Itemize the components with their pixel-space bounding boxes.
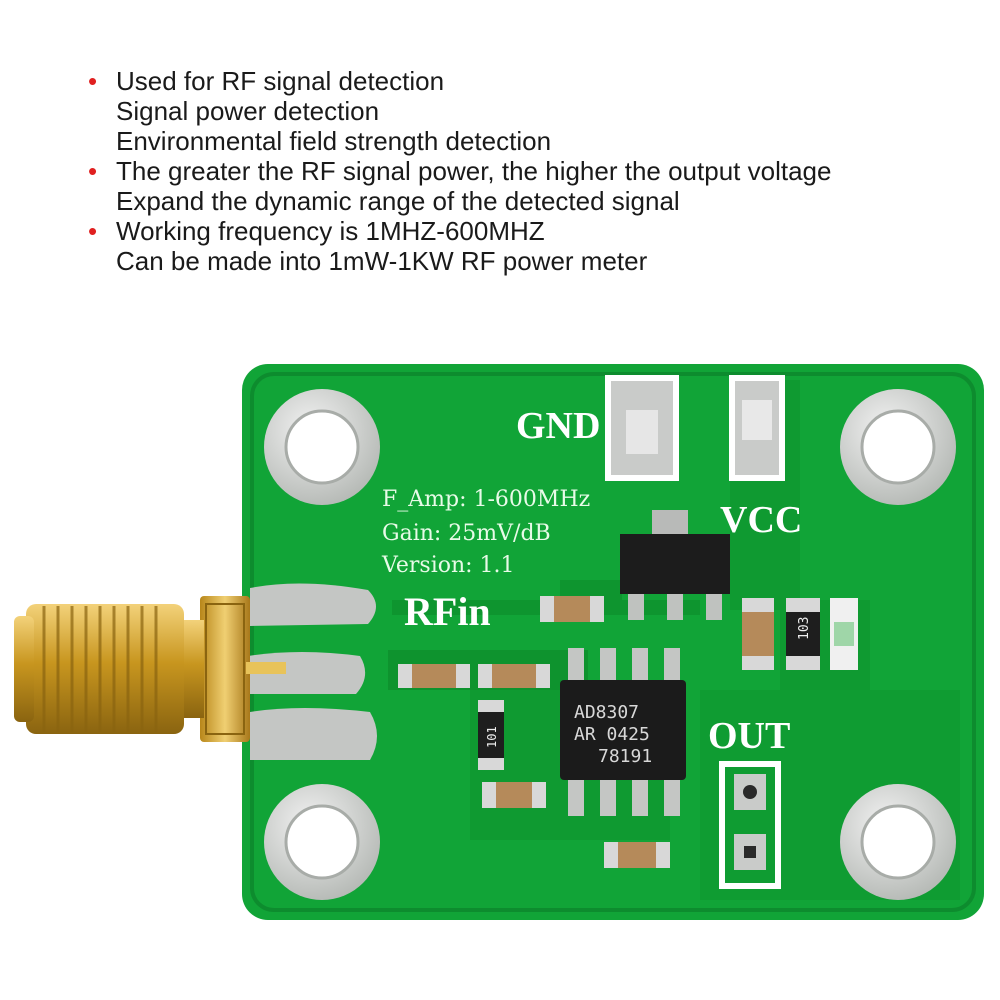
voltage-regulator (620, 510, 730, 620)
ic-marking-line2: AR 0425 (574, 724, 650, 745)
resistor-code: 101 (485, 726, 499, 748)
rfin-label: RFin (404, 589, 491, 634)
mounting-hole (264, 389, 380, 505)
mounting-hole (840, 389, 956, 505)
resistor-code: 103 (797, 617, 812, 640)
feature-line: Can be made into 1mW-1KW RF power meter (116, 246, 648, 276)
out-label: OUT (708, 715, 790, 757)
feature-item: • Used for RF signal detection Signal po… (88, 66, 831, 156)
smd-capacitor (742, 598, 774, 670)
version-label: Version: 1.1 (381, 553, 515, 578)
feature-line: Working frequency is 1MHZ-600MHZ (116, 216, 545, 246)
feature-line: Used for RF signal detection (116, 66, 445, 96)
smd-capacitor (478, 664, 550, 688)
output-header (719, 761, 781, 889)
bullet-icon: • (88, 66, 98, 96)
smd-resistor: 101 (478, 700, 504, 770)
ic-marking-line3: 78191 (598, 746, 652, 767)
gain-label: Gain: 25mV/dB (382, 521, 551, 546)
smd-capacitor (540, 596, 604, 622)
ic-marking-line1: AD8307 (574, 702, 639, 723)
sma-connector (14, 596, 286, 742)
feature-line: Environmental field strength detection (116, 126, 552, 156)
feature-line: Expand the dynamic range of the detected… (116, 186, 680, 216)
vcc-label: VCC (720, 499, 802, 541)
gnd-label: GND (516, 405, 600, 447)
solder-pad (250, 708, 377, 760)
frequency-label: F_Amp: 1-600MHz (382, 487, 590, 512)
bullet-icon: • (88, 216, 98, 246)
power-led (830, 598, 858, 670)
mounting-hole (264, 784, 380, 900)
feature-item: • The greater the RF signal power, the h… (88, 156, 831, 216)
solder-pad (250, 583, 376, 626)
smd-resistor: 103 (786, 598, 820, 670)
bullet-icon: • (88, 156, 98, 186)
feature-list: • Used for RF signal detection Signal po… (88, 66, 831, 276)
feature-line: The greater the RF signal power, the hig… (116, 156, 832, 186)
mounting-hole (840, 784, 956, 900)
feature-item: • Working frequency is 1MHZ-600MHZ Can b… (88, 216, 831, 276)
smd-capacitor (398, 664, 470, 688)
smd-capacitor (604, 842, 670, 868)
smd-capacitor (482, 782, 546, 808)
feature-line: Signal power detection (116, 96, 380, 126)
detector-ic: AD8307 AR 0425 78191 (560, 648, 686, 816)
